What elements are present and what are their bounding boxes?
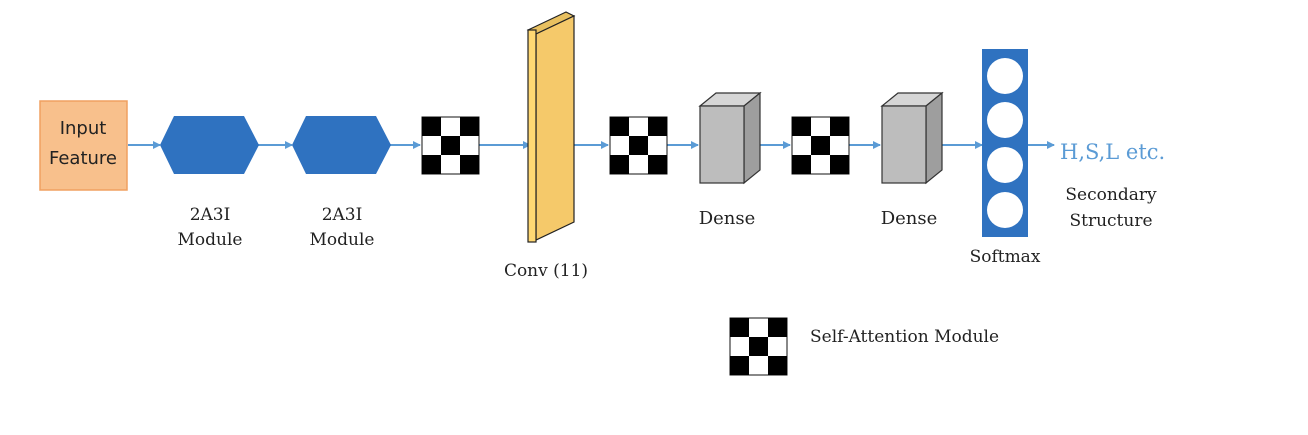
2a3i-module-1: 2A3I Module (160, 116, 259, 250)
checkerboard-cell (629, 136, 648, 155)
secondary-structure-line1: Secondary (1065, 185, 1157, 205)
conv-label: Conv (11) (504, 261, 588, 281)
checkerboard-cell (441, 136, 460, 155)
input-feature-box (39, 100, 128, 191)
softmax-node-icon (987, 147, 1023, 183)
output-label: H,S,L etc. (1060, 140, 1165, 164)
checkerboard-cell (460, 117, 479, 136)
checkerboard-cell (768, 356, 787, 375)
attention-1 (421, 116, 480, 175)
checkerboard-cell (610, 155, 629, 174)
softmax-node-icon (987, 58, 1023, 94)
checkerboard-attention-icon (421, 116, 480, 175)
dense-1-side (743, 91, 761, 185)
attention-2 (609, 116, 668, 175)
conv-slab-front-right (535, 15, 575, 241)
checkerboard-cell (830, 117, 849, 136)
checkerboard-cell (768, 318, 787, 337)
softmax-label: Softmax (970, 247, 1041, 267)
dense-layer-2: Dense (880, 91, 944, 229)
checkerboard-cell (792, 155, 811, 174)
input-feature-block: Input Feature (39, 100, 128, 191)
dense-layer-1: Dense (698, 91, 762, 229)
conv-layer: Conv (11) (504, 11, 588, 281)
module-1-label-line2: Module (178, 230, 243, 250)
module-hexagon-icon (292, 116, 391, 174)
softmax-layer: Softmax (970, 49, 1041, 267)
checkerboard-cell (730, 356, 749, 375)
legend: Self-Attention Module (729, 317, 999, 376)
checkerboard-attention-icon (609, 116, 668, 175)
softmax-node-icon (987, 192, 1023, 228)
checkerboard-attention-icon (729, 317, 788, 376)
checkerboard-cell (648, 155, 667, 174)
checkerboard-cell (460, 155, 479, 174)
checkerboard-cell (422, 117, 441, 136)
module-2-label-line2: Module (310, 230, 375, 250)
dense-2-label: Dense (881, 208, 938, 229)
input-feature-label-line2: Feature (49, 148, 117, 169)
dense-1-front (699, 105, 745, 184)
legend-label: Self-Attention Module (810, 327, 999, 347)
checkerboard-cell (749, 337, 768, 356)
input-feature-label-line1: Input (60, 118, 107, 139)
attention-3 (791, 116, 850, 175)
checkerboard-cell (830, 155, 849, 174)
module-1-label-line1: 2A3I (190, 205, 231, 225)
checkerboard-cell (648, 117, 667, 136)
checkerboard-attention-icon (791, 116, 850, 175)
checkerboard-cell (811, 136, 830, 155)
2a3i-module-2: 2A3I Module (292, 116, 391, 250)
dense-2-front (881, 105, 927, 184)
checkerboard-cell (610, 117, 629, 136)
conv-slab-front (527, 29, 537, 243)
module-2-label-line1: 2A3I (322, 205, 363, 225)
checkerboard-cell (792, 117, 811, 136)
module-hexagon-icon (160, 116, 259, 174)
dense-2-side (925, 91, 943, 185)
softmax-node-icon (987, 102, 1023, 138)
secondary-structure-line2: Structure (1069, 211, 1152, 231)
checkerboard-cell (422, 155, 441, 174)
dense-1-label: Dense (699, 208, 756, 229)
checkerboard-cell (730, 318, 749, 337)
